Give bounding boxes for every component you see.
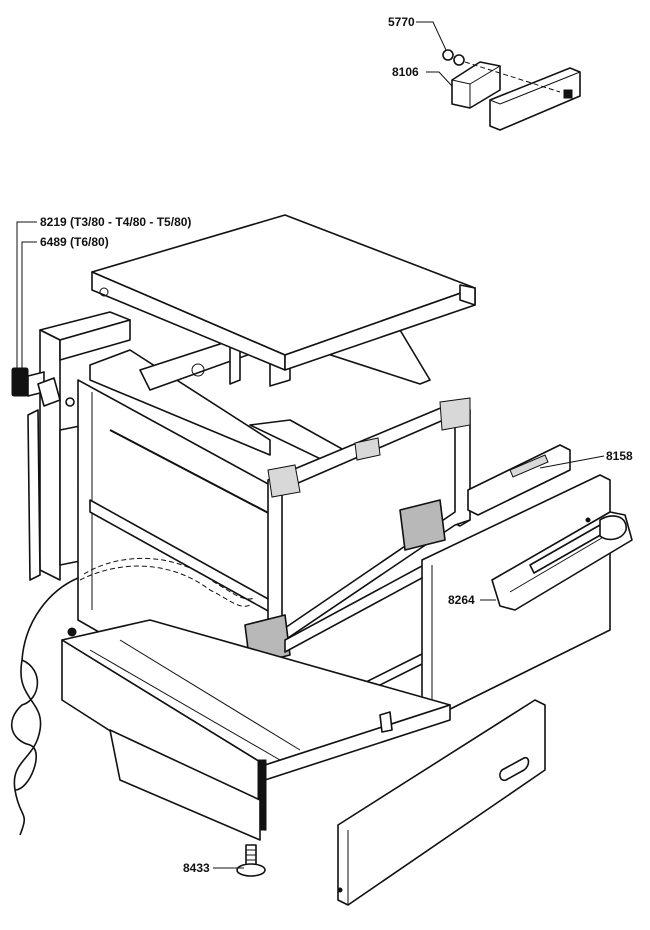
callout-8219: 8219 (T3/80 - T4/80 - T5/80) <box>40 215 191 229</box>
left-side-panel <box>27 311 131 581</box>
nut-5770 <box>442 49 454 61</box>
callout-8158: 8158 <box>606 449 633 463</box>
kick-panel <box>337 699 546 906</box>
power-cord <box>10 577 79 836</box>
hinge-plate <box>489 67 581 131</box>
callout-8264: 8264 <box>448 593 475 607</box>
callout-5770: 5770 <box>388 15 415 29</box>
callout-8433: 8433 <box>183 861 210 875</box>
leader-lines <box>16 21 605 869</box>
hinge-detail-assembly <box>442 49 581 131</box>
callout-6489: 6489 (T6/80) <box>40 235 109 249</box>
callout-8106: 8106 <box>392 65 419 79</box>
top-cover <box>91 214 476 371</box>
base-plinth <box>61 619 451 841</box>
door-handle-8264 <box>491 511 633 611</box>
adjustable-foot-8433 <box>236 844 266 877</box>
